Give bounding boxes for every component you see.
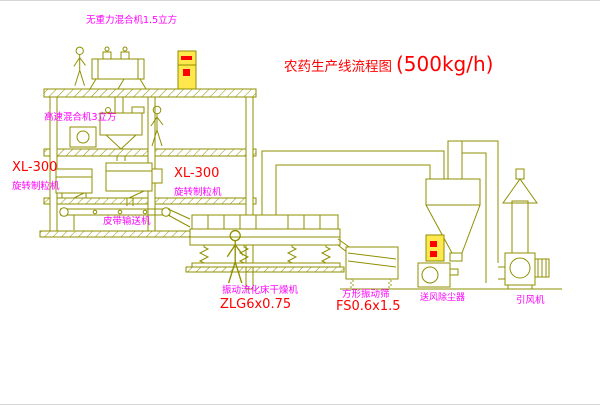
label-left-granulator-name: 旋转制粒机 xyxy=(12,180,60,192)
fan-inlet-pipe xyxy=(462,140,505,283)
label-left-granulator-model: XL-300 xyxy=(12,160,57,175)
spring-support-icon xyxy=(387,278,393,289)
left-granulator xyxy=(55,168,93,199)
label-mid-granulator-name: 旋转制粒机 xyxy=(174,186,222,198)
exhaust-duct xyxy=(261,150,445,215)
cyclone-separator xyxy=(425,140,481,262)
induced-draft-fan xyxy=(504,252,550,290)
auxiliary-machine xyxy=(69,126,97,148)
ground-hatch-dryer xyxy=(185,266,345,273)
belt-conveyor xyxy=(59,207,191,230)
label-dryer-name: 振动流化床干燥机 xyxy=(222,284,299,296)
spring-support-icon xyxy=(321,244,331,264)
label-mid-granulator-model: XL-300 xyxy=(174,166,219,181)
label-dryer-model: ZLG6x0.75 xyxy=(220,297,291,312)
spring-support-icon xyxy=(287,244,297,264)
exhaust-stack xyxy=(502,168,538,254)
high-speed-mixer xyxy=(99,106,145,161)
label-induced-draft-fan: 引风机 xyxy=(516,294,545,306)
label-gravity-mixer: 无重力混合机1.5立方 xyxy=(86,14,177,26)
spring-support-icon xyxy=(349,278,355,289)
label-sieve-name: 方形振动筛 xyxy=(342,288,390,300)
control-cabinet xyxy=(425,234,445,262)
fluid-bed-dryer xyxy=(189,214,353,268)
square-vibrating-sieve xyxy=(340,246,404,290)
label-sieve-model: FS0.6x1.5 xyxy=(336,299,401,314)
control-cabinet xyxy=(177,50,197,90)
label-belt-conveyor: 皮带输送机 xyxy=(103,215,151,227)
page-title: 农药生产线流程图(500kg/h) xyxy=(284,52,493,76)
spring-support-icon xyxy=(199,244,209,264)
mid-granulator xyxy=(105,162,163,206)
ground-hatch-left xyxy=(39,230,191,238)
person-icon xyxy=(73,46,87,87)
blower-dust-collector xyxy=(417,262,459,288)
label-high-speed-mixer: 高速混合机3立方 xyxy=(44,111,117,123)
label-blower-dust-collector: 送风除尘器 xyxy=(420,291,465,303)
gravity-mixer xyxy=(89,46,147,113)
